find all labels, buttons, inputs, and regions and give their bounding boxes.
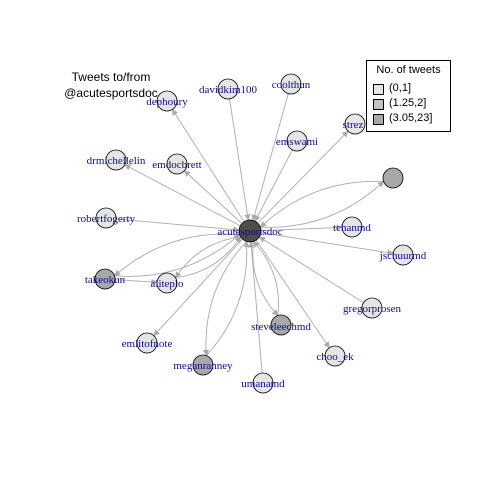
node-emdocbrett <box>166 153 188 175</box>
node-strez <box>344 113 366 135</box>
node-label-jschuurmd: jschuurmd <box>379 250 427 262</box>
edge-takeokun-to-aliteplo <box>114 278 158 286</box>
node-label-gregorprosen: gregorprosen <box>343 303 402 315</box>
edge-davidkim100-to-acutesportsdoc <box>229 98 251 221</box>
edge-acutesportsdoc-to-unlabeled <box>260 181 385 228</box>
edge-layer <box>114 93 394 374</box>
node-label-strez: strez <box>343 119 364 131</box>
edge-aliteplo-to-acutesportsdoc <box>175 236 242 279</box>
node-acutesportsdoc <box>238 219 262 243</box>
node-label-tchanmd: tchanmd <box>333 222 371 234</box>
node-coolthun <box>280 73 302 95</box>
legend-title: No. of tweets <box>376 64 441 76</box>
node-aliteplo <box>156 272 178 294</box>
node-label-umanamd: umanamd <box>241 378 285 390</box>
node-dephoury <box>156 90 178 112</box>
node-label-takeokun: takeokun <box>85 274 126 286</box>
node-robertfogerty <box>95 207 117 229</box>
node-label-acutesportsdoc: acutesportsdoc <box>217 226 282 238</box>
caption-line-1: Tweets to/from <box>71 70 151 84</box>
edge-robertfogerty-to-acutesportsdoc <box>115 218 240 233</box>
legend: No. of tweets (0,1] (1.25,2] (3.05,23] <box>366 60 451 132</box>
edge-acutesportsdoc-to-aliteplo <box>175 236 241 279</box>
edge-acutesportsdoc-to-choo_ek <box>255 239 330 349</box>
edge-acutesportsdoc-to-dephoury <box>172 108 245 222</box>
node-steveleechmd <box>270 314 292 336</box>
node-label-choo_ek: choo_ek <box>316 351 354 363</box>
graph-caption: Tweets to/from @acutesportsdoc <box>56 69 166 101</box>
node-takeokun <box>94 268 116 290</box>
edge-acutesportsdoc-to-emdocbrett <box>183 170 243 224</box>
edge-coolthun-to-acutesportsdoc <box>251 93 289 222</box>
edge-meganranney-to-acutesportsdoc <box>205 240 250 356</box>
node-jschuurmd <box>392 244 414 266</box>
node-davidkim100 <box>217 78 239 100</box>
node-layer: acutesportsdoc dephoury davidkim100 coolthu… <box>77 73 427 394</box>
caption-line-2: @acutesportsdoc <box>64 86 158 100</box>
node-umanamd <box>252 372 274 394</box>
edge-acutesportsdoc-to-meganranney <box>202 241 247 357</box>
node-drmichellelin <box>105 149 127 171</box>
edge-acutesportsdoc-to-tchanmd <box>260 224 343 232</box>
node-gregorprosen <box>361 297 383 319</box>
edge-umanamd-to-acutesportsdoc <box>248 241 263 374</box>
node-label-dephoury: dephoury <box>146 96 188 108</box>
node-label-emdocbrett: emdocbrett <box>152 159 201 171</box>
node-label-steveleechmd: steveleechmd <box>251 321 311 333</box>
node-emswami <box>286 130 308 152</box>
node-label-davidkim100: davidkim100 <box>199 84 258 96</box>
edge-takeokun-to-acutesportsdoc <box>114 234 241 277</box>
node-emlitofnote <box>136 332 158 354</box>
node-label-coolthun: coolthun <box>272 79 311 91</box>
node-label-emlitofnote: emlitofnote <box>122 338 173 350</box>
edge-acutesportsdoc-to-drmichellelin <box>124 164 241 227</box>
edge-acutesportsdoc-to-jschuurmd <box>260 232 394 256</box>
edge-acutesportsdoc-to-steveleechmd <box>252 241 279 316</box>
node-label-emswami: emswami <box>276 136 318 148</box>
edge-acutesportsdoc-to-takeokun <box>114 233 240 277</box>
node-label-robertfogerty: robertfogerty <box>77 213 136 225</box>
node-label-aliteplo: aliteplo <box>151 278 184 290</box>
edge-gregorprosen-to-acutesportsdoc <box>258 236 364 304</box>
legend-label: (1.25,2] <box>389 97 427 109</box>
node-label-meganranney: meganranney <box>173 360 233 372</box>
edge-emswami-to-acutesportsdoc <box>254 149 293 222</box>
edge-acutesportsdoc-to-emlitofnote <box>153 238 243 337</box>
node-label-drmichellelin: drmichellelin <box>87 155 146 167</box>
edge-acutesportsdoc-to-strez <box>257 130 349 224</box>
legend-swatch <box>373 99 384 110</box>
node-choo_ek <box>324 345 346 367</box>
legend-swatch <box>373 84 384 95</box>
edge-steveleechmd-to-acutesportsdoc <box>253 240 279 316</box>
node-tchanmd <box>341 216 363 238</box>
node-meganranney <box>192 354 214 376</box>
edge-unlabeled-to-acutesportsdoc <box>259 180 384 228</box>
legend-label: (3.05,23] <box>389 112 433 124</box>
legend-swatch <box>373 114 384 125</box>
legend-label: (0,1] <box>389 82 412 94</box>
node-unlabeled <box>382 167 404 189</box>
